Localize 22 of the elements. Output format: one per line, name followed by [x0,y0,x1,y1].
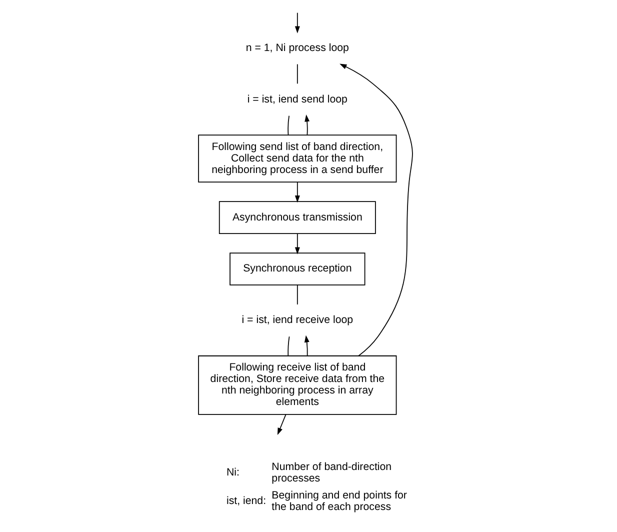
arrow [304,114,310,136]
node-box: Synchronous reception [230,252,366,286]
arrow [340,64,413,356]
node-text: i = ist, iend send loop [247,93,348,106]
label: Number of band-direction processes [272,460,392,484]
label: Beginning and end points for the band of each process [272,489,407,513]
connector [296,284,298,305]
connector [296,64,298,84]
arrow [304,335,310,356]
connector [288,336,290,356]
label: ist, iend: [226,495,266,508]
arrow [294,233,300,254]
node-box: Following send list of band direction, Collect send data for the nth neighboring process in a send buffer [198,134,397,183]
node-box: Following receive list of band direction, Store receive data from the nth neighboring process in array elements [198,355,397,415]
label: Ni: [226,466,240,479]
node-box: Asynchronous transmission [218,201,376,234]
arrow [294,182,300,203]
arrow [294,12,300,34]
connector [288,115,290,136]
arrow [277,414,286,436]
node-text: n = 1, Ni process loop [246,42,349,54]
node-text: i = ist, iend receive loop [242,314,354,326]
